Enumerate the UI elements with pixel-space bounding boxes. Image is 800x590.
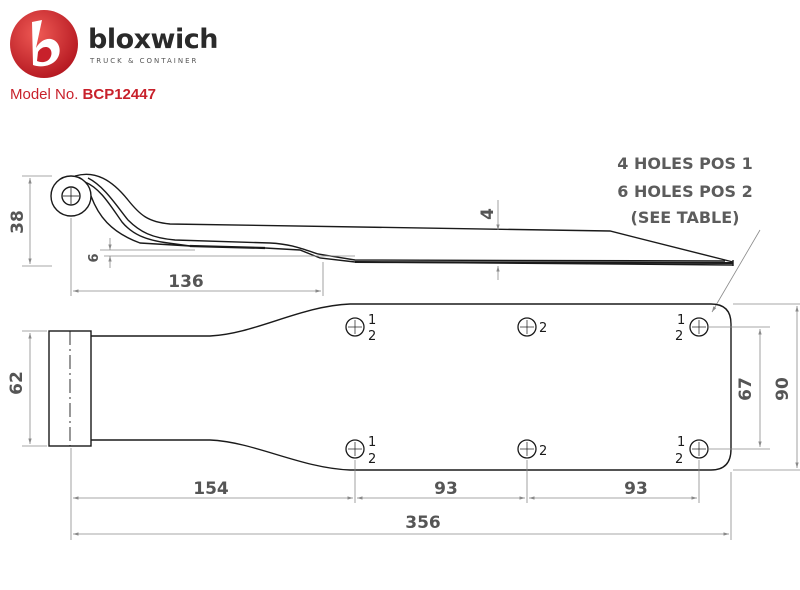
dim-plan-pitch-b: 93 [624, 479, 648, 499]
brand-logo: bloxwich TRUCK & CONTAINER [8, 8, 238, 88]
hole-label: 2 [368, 329, 376, 344]
model-number: BCP12447 [82, 86, 156, 103]
hole-label: 2 [675, 452, 683, 467]
dim-plan-pitch-a: 93 [434, 479, 458, 499]
logo-badge-icon [10, 10, 78, 78]
hole-top-left [345, 317, 365, 337]
note-line-2: 6 HOLES POS 2 [617, 182, 753, 201]
note-line-3: (SEE TABLE) [630, 208, 740, 227]
hole-bottom-right [689, 439, 709, 459]
side-leaf-bottom [90, 195, 734, 266]
hole-top-middle [517, 317, 537, 337]
hole-bottom-middle [517, 439, 537, 459]
side-dimensions [22, 175, 761, 313]
dim-plan-overall: 356 [405, 513, 441, 533]
hole-label: 1 [368, 435, 376, 450]
side-leaf-top [74, 173, 734, 263]
side-view [50, 173, 734, 266]
dim-plan-hole-spacing: 67 [736, 377, 756, 401]
hole-label: 2 [368, 452, 376, 467]
plan-leaf-outline [91, 303, 732, 471]
note-line-1: 4 HOLES POS 1 [617, 154, 753, 173]
brand-tagline: TRUCK & CONTAINER [90, 57, 199, 65]
hole-label: 2 [539, 444, 547, 459]
plan-view [48, 303, 732, 471]
dim-side-length: 136 [168, 272, 204, 292]
dim-side-thickness: 4 [478, 208, 498, 220]
hole-position-labels: 1 2 2 1 2 1 2 2 1 2 [368, 313, 685, 467]
hole-bottom-left [345, 439, 365, 459]
plan-holes [345, 317, 709, 459]
hole-label: 2 [539, 321, 547, 336]
dimension-labels: 38 4 6 136 62 67 90 154 93 93 356 [7, 208, 793, 533]
dim-side-height: 38 [8, 210, 28, 234]
hole-label: 2 [675, 329, 683, 344]
model-label: Model No. [10, 86, 79, 103]
dim-plan-knuckle-width: 62 [7, 371, 27, 395]
hole-label: 1 [677, 435, 685, 450]
dim-plan-to-first-hole: 154 [193, 479, 229, 499]
hole-label: 1 [677, 313, 685, 328]
brand-name: bloxwich [88, 24, 218, 55]
plan-dimensions [22, 303, 800, 540]
dim-plan-width: 90 [773, 377, 793, 401]
dim-side-step: 6 [87, 253, 102, 262]
model-number-line: Model No. BCP12447 [10, 87, 156, 102]
hole-top-right [689, 317, 709, 337]
side-knuckle-pin [61, 186, 81, 206]
hole-label: 1 [368, 313, 376, 328]
